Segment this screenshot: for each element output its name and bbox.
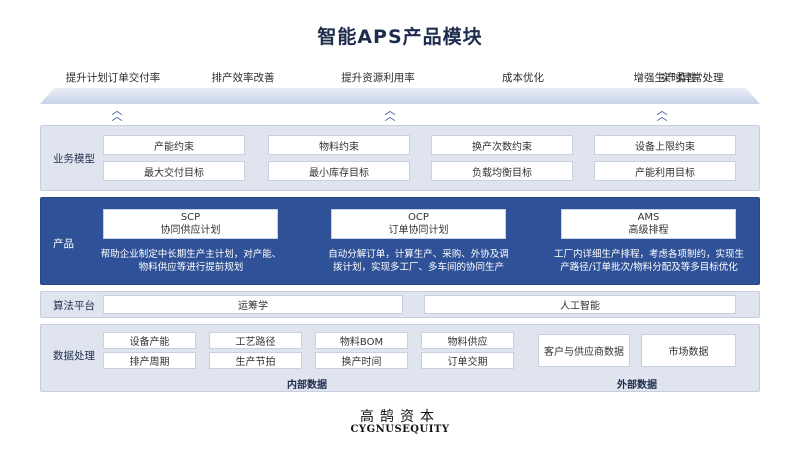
product-band: 产品 SCP 协同供应计划 帮助企业制定中长期生产主计划，对产能、 物料供应等进… [40, 197, 760, 285]
data-cell: 工艺路径 [209, 332, 302, 349]
business-cell: 负载均衡目标 [431, 161, 573, 181]
product-name: 订单协同计划 [388, 225, 449, 236]
band-label-business: 业务模型 [53, 153, 95, 165]
desc-line: 工厂内详细生产排程，考虑各项制约，实现生 [553, 249, 744, 260]
desc-line: 帮助企业制定中长期生产主计划，对产能、 [100, 249, 282, 260]
desc-line: 产路径/订单批次/物料分配及等多目标优化 [560, 262, 738, 273]
data-cell: 生产节拍 [209, 352, 302, 369]
desc-line: 物料供应等进行提前规划 [138, 262, 244, 273]
external-data-label: 外部数据 [617, 380, 657, 391]
goals-roof [40, 88, 760, 104]
data-cell: 排产周期 [103, 352, 196, 369]
logo-chinese: 高鹄资本 [360, 409, 440, 425]
goal-item: 实时异常处理 [660, 72, 724, 84]
desc-line: 拨计划，实现多工厂、多车间的协同生产 [332, 262, 504, 273]
data-cell: 物料供应 [421, 332, 514, 349]
product-box-scp: SCP 协同供应计划 [103, 209, 278, 239]
business-cell: 最大交付目标 [103, 161, 245, 181]
data-cell: 订单交期 [421, 352, 514, 369]
product-name: 协同供应计划 [160, 225, 221, 236]
product-code: OCP [408, 212, 429, 223]
business-cell: 产能利用目标 [594, 161, 736, 181]
product-box-ams: AMS 高级排程 [561, 209, 736, 239]
page-title: 智能APS产品模块 [317, 26, 483, 48]
product-desc-ocp: 自动分解订单，计算生产、采购、外协及调 拨计划，实现多工厂、多车间的协同生产 [316, 248, 521, 274]
double-chevron-up-icon: ︿︿ [656, 104, 668, 123]
data-cell: 物料BOM [315, 332, 408, 349]
algorithm-cell: 运筹学 [103, 295, 403, 314]
goal-item: 排产效率改善 [211, 72, 275, 84]
double-chevron-up-icon: ︿︿ [111, 104, 123, 123]
goal-item: 提升资源利用率 [341, 72, 415, 84]
product-desc-scp: 帮助企业制定中长期生产主计划，对产能、 物料供应等进行提前规划 [91, 248, 291, 274]
data-cell: 设备产能 [103, 332, 196, 349]
double-chevron-up-icon: ︿︿ [384, 104, 396, 123]
product-desc-ams: 工厂内详细生产排程，考虑各项制约，实现生 产路径/订单批次/物料分配及等多目标优… [544, 248, 754, 274]
business-cell: 产能约束 [103, 135, 245, 155]
product-name: 高级排程 [628, 225, 669, 236]
band-label-product: 产品 [53, 238, 74, 250]
data-cell-external: 客户与供应商数据 [538, 334, 630, 367]
band-label-algorithm: 算法平台 [53, 300, 95, 312]
product-code: AMS [637, 212, 660, 223]
goal-item: 成本优化 [502, 72, 544, 84]
product-code: SCP [180, 212, 201, 223]
goal-item: 提升计划订单交付率 [65, 72, 161, 84]
data-band: 数据处理 设备产能 工艺路径 物料BOM 物料供应 排产周期 生产节拍 换产时间… [40, 324, 760, 392]
algorithm-band: 算法平台 运筹学 人工智能 [40, 291, 760, 318]
algorithm-cell: 人工智能 [424, 295, 736, 314]
goals-row: 提升计划订单交付率 排产效率改善 提升资源利用率 成本优化 增强生产柔性 实时异… [40, 70, 760, 86]
band-label-data: 数据处理 [53, 350, 95, 362]
goal-item: 增强生产柔性 [633, 72, 697, 84]
business-cell: 设备上限约束 [594, 135, 736, 155]
business-cell: 物料约束 [268, 135, 410, 155]
business-cell: 换产次数约束 [431, 135, 573, 155]
business-cell: 最小库存目标 [268, 161, 410, 181]
logo-english: CYGNUSEQUITY [350, 424, 450, 435]
data-cell-external: 市场数据 [641, 334, 736, 367]
product-box-ocp: OCP 订单协同计划 [331, 209, 506, 239]
desc-line: 自动分解订单，计算生产、采购、外协及调 [328, 249, 509, 260]
internal-data-label: 内部数据 [287, 380, 327, 391]
data-cell: 换产时间 [315, 352, 408, 369]
business-model-band: 业务模型 产能约束 物料约束 换产次数约束 设备上限约束 最大交付目标 最小库存… [40, 125, 760, 191]
